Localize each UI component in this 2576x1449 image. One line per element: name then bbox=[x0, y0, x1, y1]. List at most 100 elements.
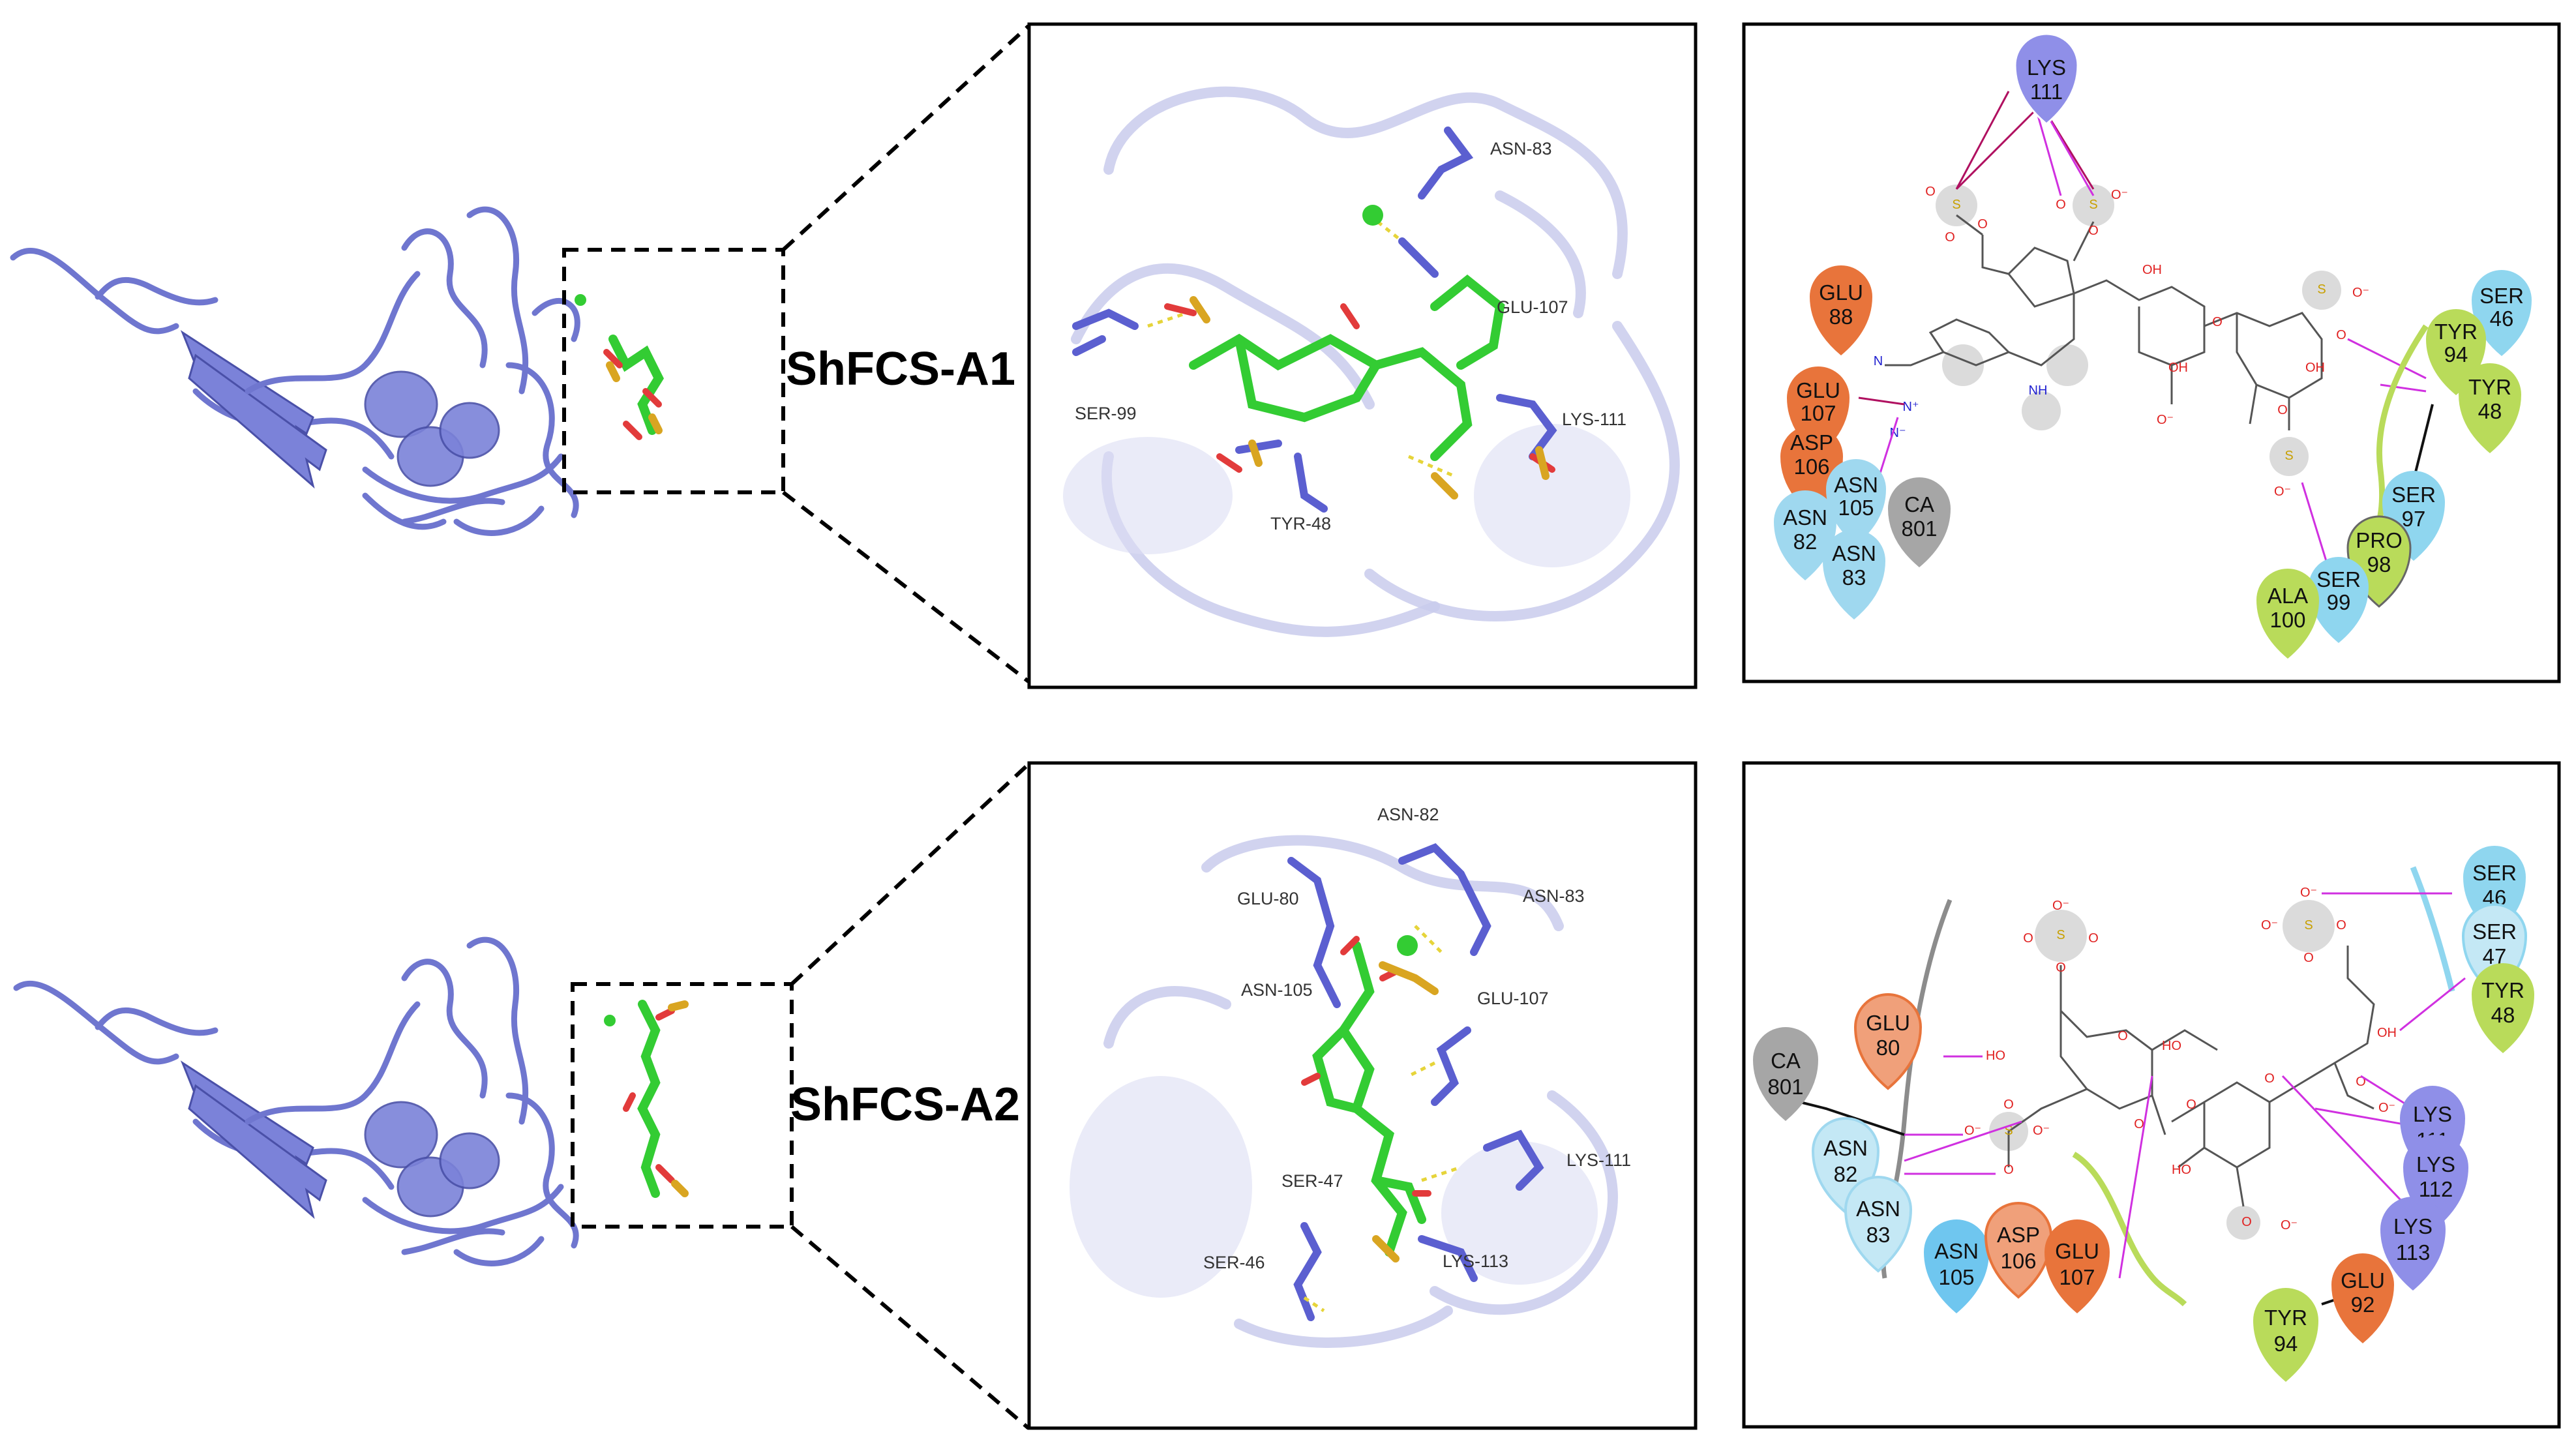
svg-text:S: S bbox=[2056, 928, 2065, 942]
residue-label-ser99-a1: SER-99 bbox=[1075, 404, 1137, 423]
svg-text:107: 107 bbox=[2059, 1265, 2095, 1289]
svg-text:O: O bbox=[2088, 224, 2099, 238]
residue-label-glu107-a1: GLU-107 bbox=[1497, 297, 1568, 317]
svg-text:88: 88 bbox=[1829, 305, 1853, 329]
svg-text:ASP: ASP bbox=[1997, 1223, 2040, 1247]
residue-label-asn83-a1: ASN-83 bbox=[1490, 139, 1552, 158]
svg-text:92: 92 bbox=[2351, 1292, 2375, 1317]
svg-text:N⁺: N⁺ bbox=[1903, 400, 1919, 414]
residue-bubble-lys111-a1: LYS 111 bbox=[2014, 33, 2079, 125]
residue-bubble-glu88-a1: GLU 88 bbox=[1810, 265, 1872, 355]
svg-text:S: S bbox=[1952, 198, 1960, 212]
svg-text:O: O bbox=[2264, 1071, 2275, 1086]
residue-label-glu107-a2: GLU-107 bbox=[1477, 989, 1549, 1008]
svg-text:O: O bbox=[2056, 198, 2066, 212]
residue-bubble-glu92-a2: GLU 92 bbox=[2331, 1253, 2394, 1343]
svg-text:82: 82 bbox=[1793, 530, 1818, 554]
svg-text:O⁻: O⁻ bbox=[2033, 1124, 2050, 1138]
svg-text:S: S bbox=[2089, 198, 2097, 212]
svg-text:ASN: ASN bbox=[1823, 1136, 1868, 1160]
svg-text:O: O bbox=[1925, 185, 1936, 199]
residue-bubble-tyr48-a1: TYR 48 bbox=[2459, 363, 2521, 453]
svg-text:O⁻: O⁻ bbox=[2281, 1218, 2298, 1232]
svg-text:801: 801 bbox=[1901, 516, 1937, 541]
svg-text:GLU: GLU bbox=[1796, 378, 1840, 402]
svg-text:LYS: LYS bbox=[2027, 55, 2066, 80]
svg-text:97: 97 bbox=[2402, 507, 2426, 531]
svg-text:100: 100 bbox=[2269, 608, 2305, 632]
sample-label-a2: ShFCS-A2 bbox=[790, 1079, 1020, 1131]
svg-text:46: 46 bbox=[2490, 306, 2514, 331]
svg-text:99: 99 bbox=[2327, 590, 2351, 614]
svg-text:TYR: TYR bbox=[2434, 320, 2478, 344]
residue-bubble-lys113-a2: LYS 113 bbox=[2380, 1197, 2446, 1291]
zoom-line-a1-bottom bbox=[782, 490, 1030, 683]
svg-text:ALA: ALA bbox=[2268, 584, 2308, 608]
residue-label-asn105-a2: ASN-105 bbox=[1241, 980, 1313, 1000]
svg-text:ASN: ASN bbox=[1934, 1239, 1979, 1263]
svg-text:HO: HO bbox=[2172, 1163, 2191, 1177]
residue-label-asn83-a2: ASN-83 bbox=[1523, 886, 1585, 906]
svg-text:98: 98 bbox=[2367, 552, 2391, 576]
svg-text:O: O bbox=[2088, 931, 2099, 946]
svg-text:O: O bbox=[1977, 217, 1988, 232]
svg-text:105: 105 bbox=[1938, 1265, 1974, 1289]
svg-text:ASN: ASN bbox=[1834, 473, 1878, 497]
residue-bubble-tyr94-a2: TYR 94 bbox=[2253, 1288, 2318, 1382]
residue-bubble-tyr48-a2: TYR 48 bbox=[2472, 963, 2534, 1053]
residue-bubble-ala100-a1: ALA 100 bbox=[2256, 569, 2319, 659]
svg-text:O: O bbox=[2336, 918, 2346, 933]
residue-bubble-ca801-a2: CA 801 bbox=[1753, 1027, 1818, 1121]
svg-text:LYS: LYS bbox=[2393, 1214, 2433, 1238]
svg-text:O⁻: O⁻ bbox=[2300, 886, 2317, 900]
residue-bubble-asn83-a2: ASN 83 bbox=[1844, 1176, 1913, 1273]
svg-text:O: O bbox=[1945, 230, 1955, 245]
residue-bubble-asn105-a2: ASN 105 bbox=[1924, 1219, 1989, 1313]
svg-text:O⁻: O⁻ bbox=[2261, 918, 2278, 933]
residue-label-lys113-a2: LYS-113 bbox=[1443, 1251, 1508, 1271]
svg-text:S: S bbox=[2304, 918, 2313, 933]
svg-text:ASP: ASP bbox=[1790, 430, 1833, 455]
overview-structure-a1 bbox=[10, 206, 665, 536]
ligand-2d-a2: S S S O⁻ O O O O HO O⁻ O O⁻ O HO O O HO … bbox=[1799, 866, 2466, 1307]
residue-bubble-ca801-a1: CA 801 bbox=[1888, 477, 1951, 567]
svg-text:O: O bbox=[2023, 931, 2033, 946]
svg-text:GLU: GLU bbox=[1866, 1011, 1910, 1035]
svg-text:O: O bbox=[2056, 961, 2066, 975]
svg-text:OH: OH bbox=[2377, 1026, 2397, 1040]
svg-text:O⁻: O⁻ bbox=[2352, 286, 2369, 300]
svg-text:OH: OH bbox=[2168, 361, 2188, 375]
residue-label-ser47-a2: SER-47 bbox=[1281, 1171, 1343, 1191]
residue-bubble-asn105-a1: ASN 105 bbox=[1826, 459, 1886, 545]
svg-text:SER: SER bbox=[2472, 861, 2517, 885]
svg-text:83: 83 bbox=[1866, 1223, 1891, 1247]
svg-text:SER: SER bbox=[2316, 567, 2361, 591]
svg-text:48: 48 bbox=[2491, 1003, 2515, 1027]
svg-text:O⁻: O⁻ bbox=[2378, 1101, 2395, 1115]
svg-text:O: O bbox=[2118, 1029, 2128, 1043]
svg-text:O: O bbox=[2003, 1098, 2014, 1112]
svg-text:CA: CA bbox=[1771, 1049, 1801, 1073]
svg-text:OH: OH bbox=[2142, 263, 2162, 277]
docking-3d-scene-a1 bbox=[1063, 86, 1680, 637]
svg-text:TYR: TYR bbox=[2468, 375, 2511, 399]
svg-text:GLU: GLU bbox=[2055, 1239, 2099, 1263]
svg-text:PRO: PRO bbox=[2356, 528, 2403, 552]
ligand-2d-a1: S S S S O O O O O⁻ O OH OH O⁻ O O⁻ O OH … bbox=[1857, 91, 2434, 575]
overview-structure-a2 bbox=[13, 936, 689, 1266]
residue-label-ser46-a2: SER-46 bbox=[1203, 1253, 1265, 1272]
svg-text:SER: SER bbox=[2479, 284, 2524, 308]
svg-text:OH: OH bbox=[2305, 361, 2325, 375]
svg-text:O: O bbox=[2336, 328, 2346, 342]
zoom-line-a2-top bbox=[790, 762, 1030, 986]
svg-text:O: O bbox=[2186, 1098, 2196, 1112]
svg-text:O: O bbox=[2212, 315, 2223, 329]
svg-text:TYR: TYR bbox=[2264, 1306, 2307, 1330]
svg-text:N: N bbox=[1874, 354, 1883, 368]
svg-text:S: S bbox=[2284, 449, 2293, 463]
residue-bubble-asn82-a1: ASN 82 bbox=[1774, 490, 1836, 580]
svg-text:O⁻: O⁻ bbox=[2111, 188, 2128, 202]
svg-text:O: O bbox=[2241, 1215, 2252, 1229]
svg-text:48: 48 bbox=[2478, 399, 2502, 423]
svg-text:106: 106 bbox=[1793, 455, 1829, 479]
